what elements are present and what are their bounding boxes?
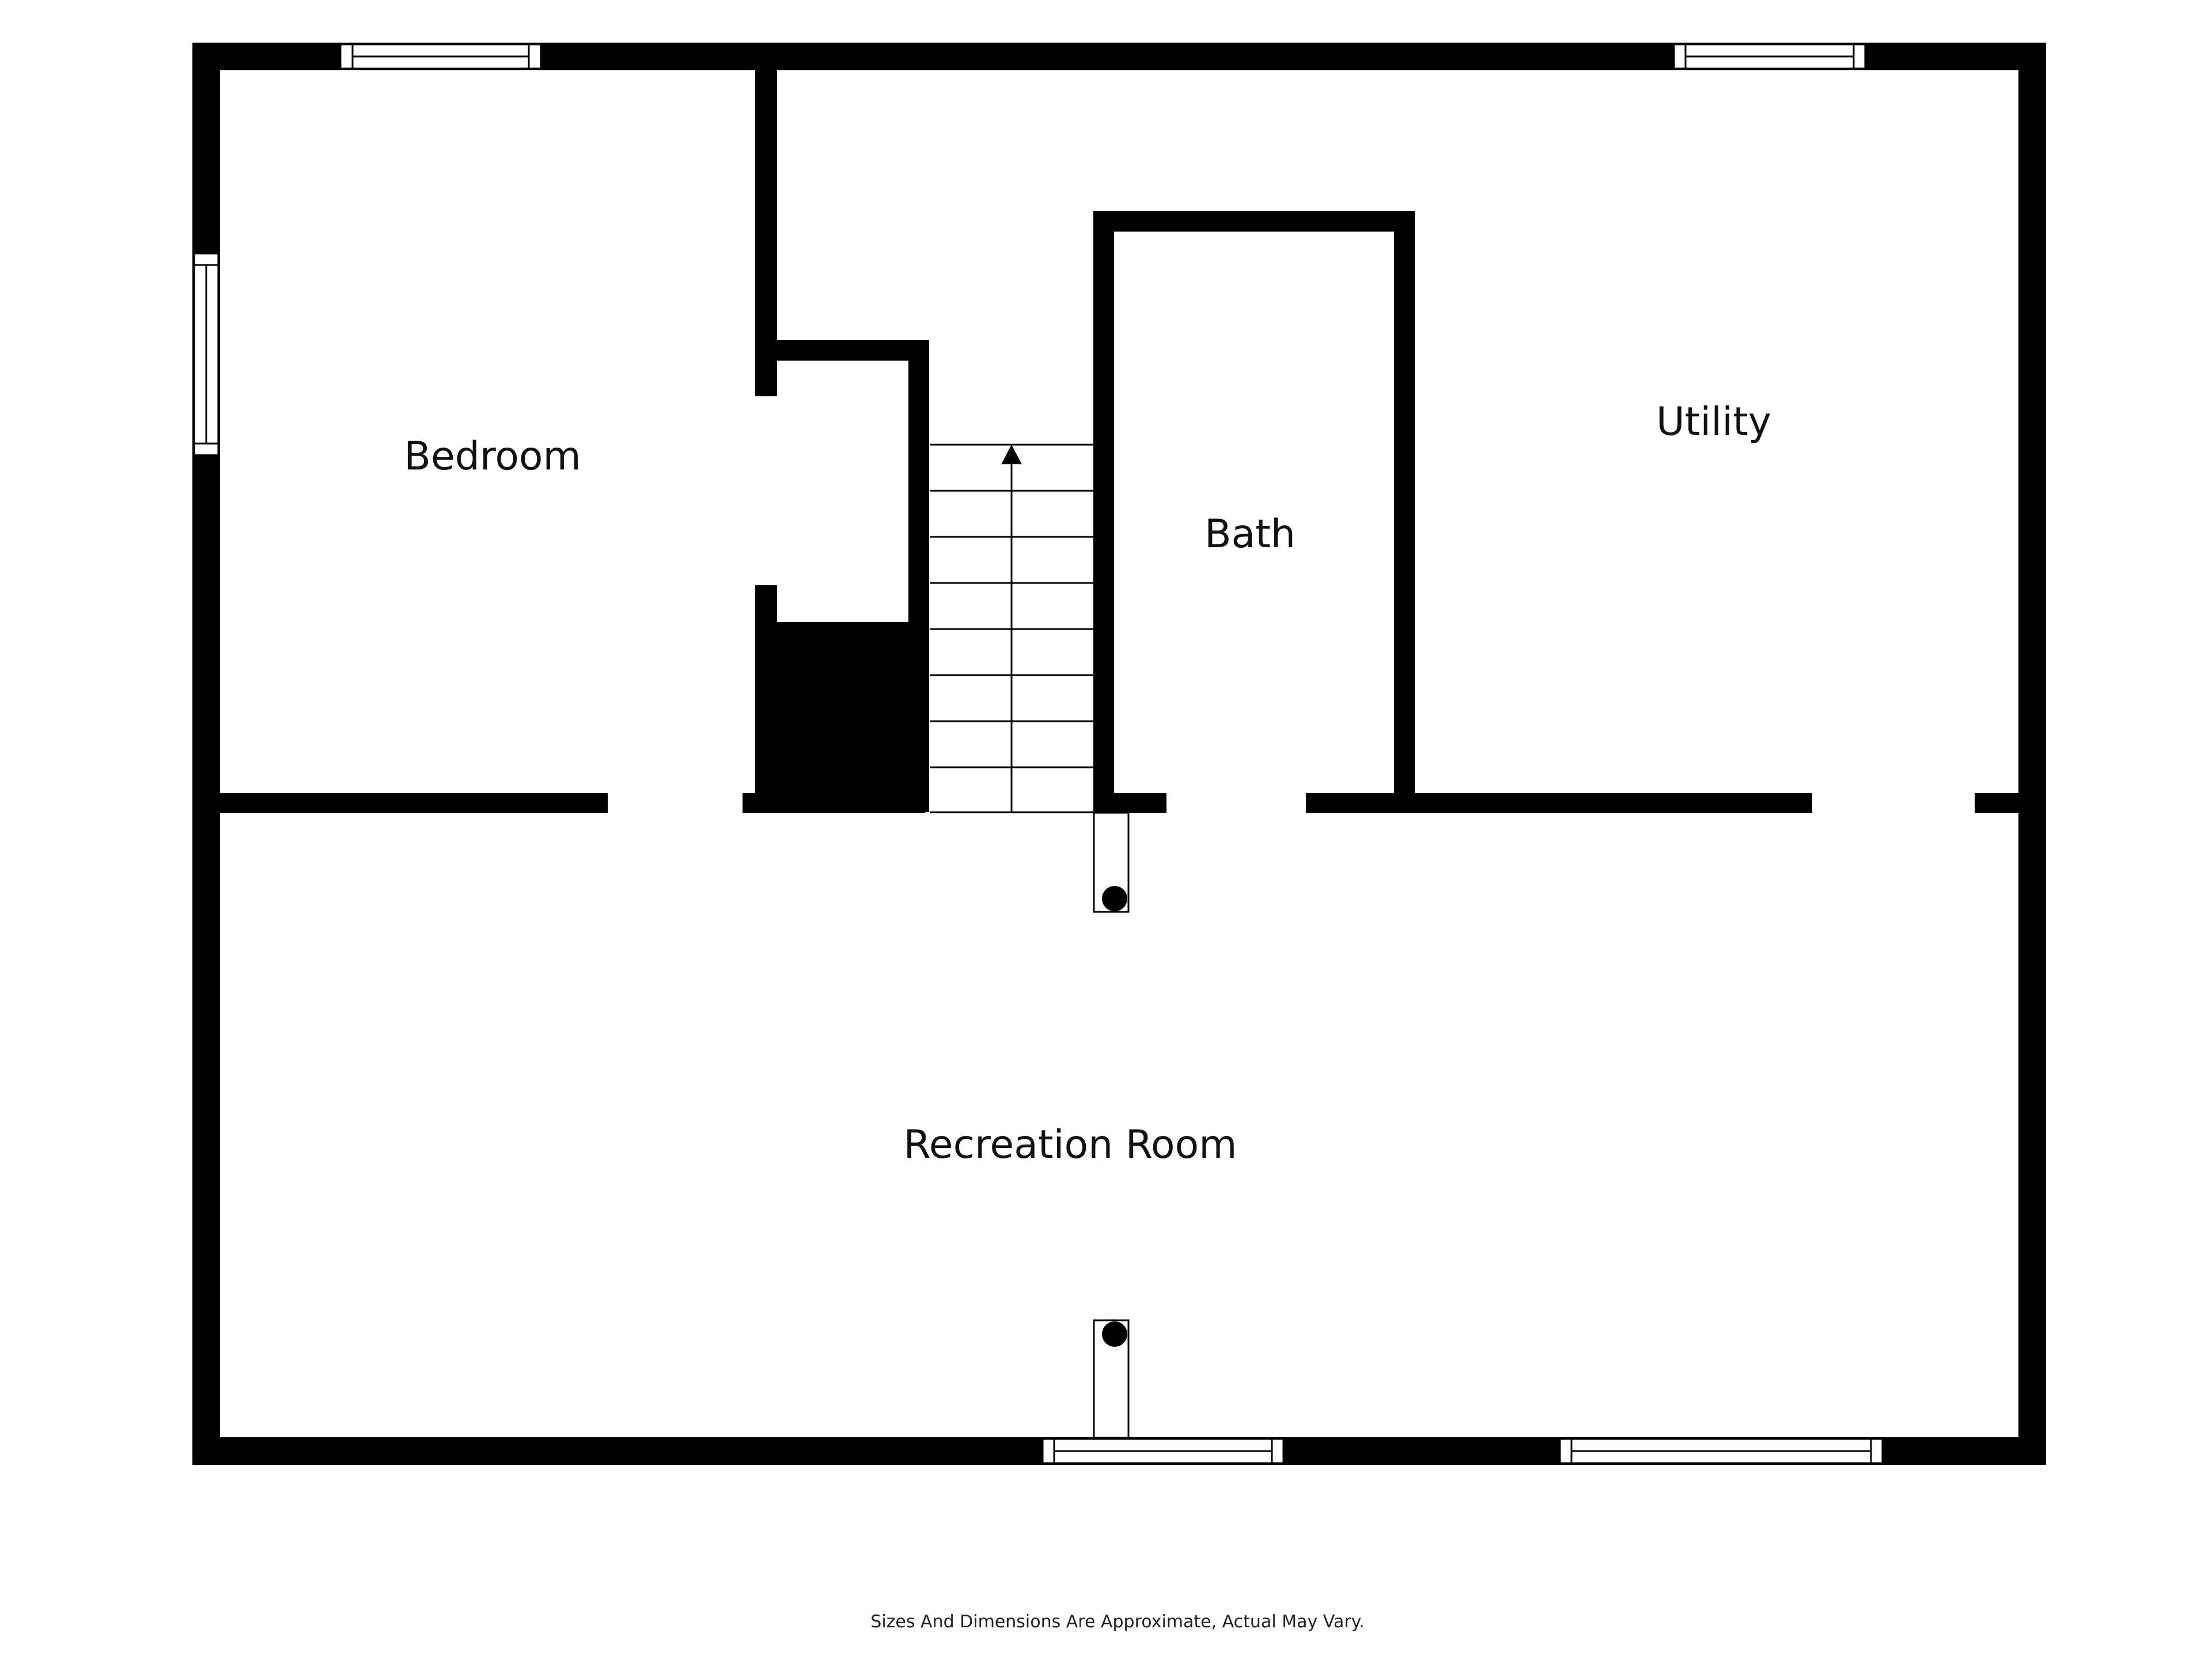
bath-wall-top bbox=[1093, 211, 1415, 232]
post-lower-column-icon bbox=[1102, 1321, 1127, 1347]
post-upper bbox=[1093, 812, 1130, 913]
window-top-right bbox=[1673, 43, 1866, 70]
bath-door-opening bbox=[1166, 793, 1306, 813]
support-posts bbox=[1093, 812, 1130, 1439]
room-label-bedroom: Bedroom bbox=[404, 434, 581, 479]
staircase bbox=[930, 444, 1094, 813]
window-bottom-left bbox=[1041, 1438, 1285, 1464]
exterior-wall-right bbox=[2018, 43, 2046, 1465]
window-left bbox=[193, 252, 219, 456]
bedroom-door-opening bbox=[608, 793, 743, 813]
closet-solid-block bbox=[755, 622, 929, 812]
closet-door-opening bbox=[755, 396, 778, 585]
disclaimer-text: Sizes And Dimensions Are Approximate, Ac… bbox=[870, 1612, 1364, 1632]
room-label-bath: Bath bbox=[1205, 512, 1296, 557]
stair-direction-arrow-icon bbox=[1001, 445, 1022, 464]
door-openings bbox=[608, 396, 1975, 813]
post-lower bbox=[1093, 1319, 1130, 1439]
window-bottom-right bbox=[1559, 1438, 1884, 1464]
room-label-utility: Utility bbox=[1656, 399, 1771, 445]
windows bbox=[193, 43, 1884, 1464]
bath-wall-left bbox=[1093, 211, 1114, 813]
post-upper-column-icon bbox=[1102, 886, 1127, 911]
bath-wall-right bbox=[1394, 211, 1415, 813]
closet-wall-top bbox=[755, 340, 929, 361]
window-top-left bbox=[339, 43, 542, 70]
utility-door-opening bbox=[1812, 793, 1975, 813]
room-label-recreation-room: Recreation Room bbox=[904, 1122, 1237, 1168]
